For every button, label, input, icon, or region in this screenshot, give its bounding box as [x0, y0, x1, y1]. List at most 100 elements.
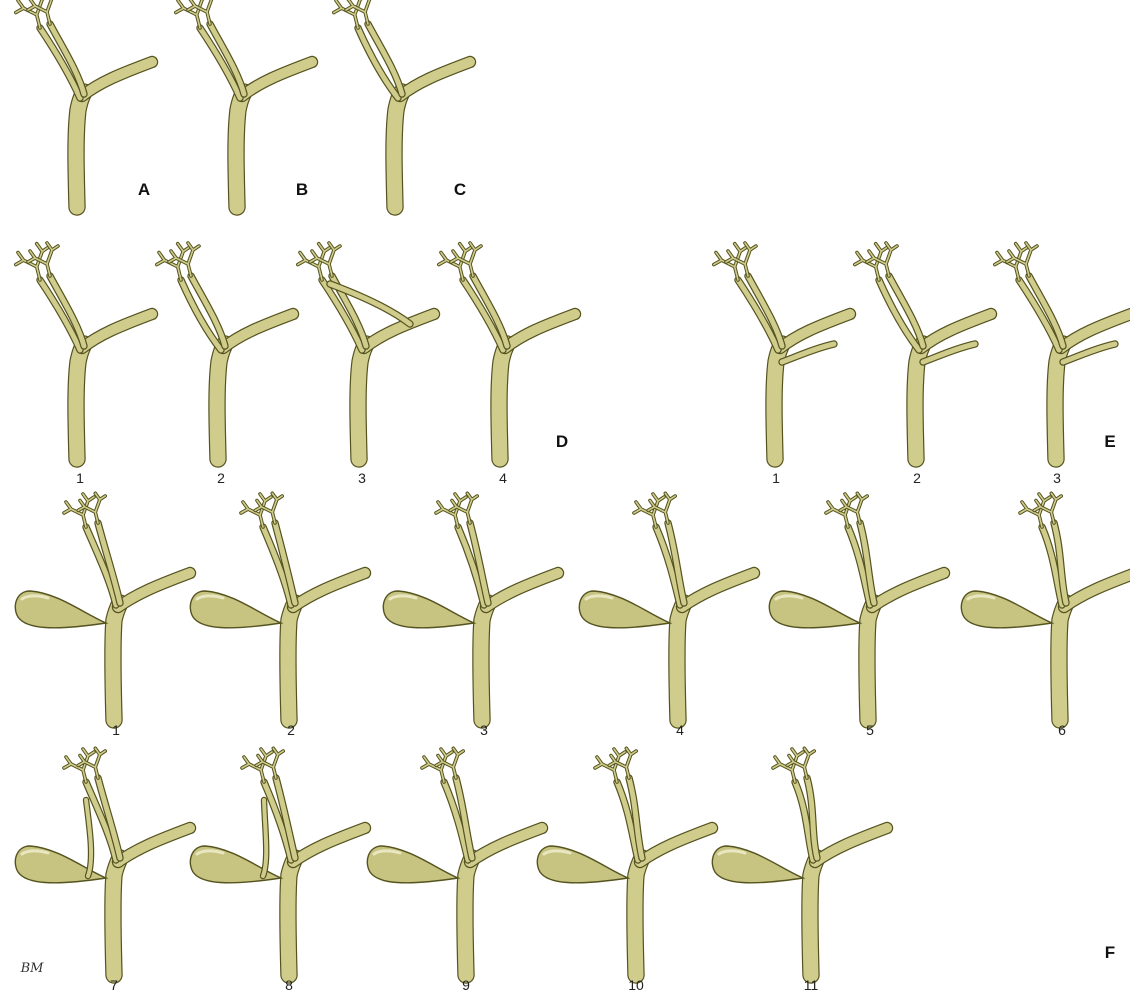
- left-hepatic-duct: [293, 828, 365, 862]
- common-bile-duct: [499, 344, 507, 459]
- hepatic-branch-tree: [28, 243, 58, 276]
- common-bile-duct: [481, 603, 488, 720]
- artist-signature: BM: [20, 961, 45, 976]
- duct-variant: [995, 243, 1130, 459]
- panel-number-f11: 11: [804, 977, 819, 993]
- panel-number-e2: 2: [913, 470, 921, 486]
- left-hepatic-duct: [118, 573, 190, 607]
- left-hepatic-duct: [82, 314, 152, 348]
- duct-variant: [855, 243, 991, 459]
- common-bile-duct: [358, 344, 366, 459]
- common-bile-duct: [217, 344, 225, 459]
- gallbladder: [383, 591, 474, 628]
- left-hepatic-duct: [400, 62, 470, 96]
- common-bile-duct: [113, 858, 120, 975]
- panel-number-d1: 1: [76, 470, 84, 486]
- gallbladder: [769, 591, 860, 628]
- left-hepatic-duct: [815, 828, 887, 862]
- gallbladder-variant: [15, 493, 190, 720]
- panel-number-f10: 10: [628, 977, 644, 993]
- panel-number-f5: 5: [866, 722, 874, 738]
- panel-number-e1: 1: [772, 470, 780, 486]
- panel-number-f8: 8: [285, 977, 293, 993]
- panel-number-f2: 2: [287, 722, 295, 738]
- duct-variant: [16, 243, 152, 459]
- panel-number-d2: 2: [217, 470, 225, 486]
- aberrant-duct: [86, 800, 91, 876]
- common-bile-duct: [635, 858, 642, 975]
- left-hepatic-duct: [872, 573, 944, 607]
- duct-variant: [298, 243, 434, 459]
- left-hepatic-duct: [118, 828, 190, 862]
- common-bile-duct: [288, 603, 295, 720]
- gallbladder-variant: [190, 748, 365, 975]
- common-bile-duct: [867, 603, 874, 720]
- hepatic-branch-tree: [867, 243, 897, 276]
- duct-variant: [16, 0, 152, 207]
- gallbladder-variant: [15, 748, 190, 975]
- right-hepatic-duct: [473, 276, 507, 346]
- left-hepatic-duct: [242, 62, 312, 96]
- right-hepatic-duct: [210, 24, 244, 94]
- panel-number-f7: 7: [110, 977, 118, 993]
- duct-variant: [157, 243, 293, 459]
- common-bile-duct: [1059, 603, 1066, 720]
- gallbladder: [712, 846, 803, 883]
- common-bile-duct: [236, 92, 244, 207]
- aberrant-duct: [263, 800, 266, 876]
- duct-variant: [439, 243, 575, 459]
- left-hepatic-duct: [921, 314, 991, 348]
- common-bile-duct: [677, 603, 684, 720]
- left-hepatic-duct: [1061, 314, 1130, 348]
- hepatic-branch-tree: [1007, 243, 1037, 276]
- hepatic-branch-tree: [451, 243, 481, 276]
- gallbladder: [961, 591, 1052, 628]
- common-bile-duct: [76, 92, 84, 207]
- panel-label-a: A: [138, 180, 150, 199]
- right-hepatic-duct: [50, 24, 84, 94]
- left-hepatic-duct: [470, 828, 542, 862]
- gallbladder: [367, 846, 458, 883]
- gallbladder-variant: [579, 493, 754, 720]
- common-bile-duct: [113, 603, 120, 720]
- duct-variant: [176, 0, 312, 207]
- left-hepatic-duct: [293, 573, 365, 607]
- duct-variant: [334, 0, 470, 207]
- gallbladder: [579, 591, 670, 628]
- gallbladder-variant: [383, 493, 558, 720]
- panel-number-f4: 4: [676, 722, 684, 738]
- gallbladder: [190, 591, 281, 628]
- gallbladder-variant: [190, 493, 365, 720]
- left-hepatic-duct: [82, 62, 152, 96]
- panel-number-f3: 3: [480, 722, 488, 738]
- gallbladder: [537, 846, 628, 883]
- right-hepatic-duct: [1029, 276, 1063, 346]
- common-bile-duct: [394, 92, 402, 207]
- left-hepatic-duct: [682, 573, 754, 607]
- panel-label-b: B: [296, 180, 308, 199]
- panel-number-d3: 3: [358, 470, 366, 486]
- hepatic-branch-tree: [310, 243, 340, 276]
- gallbladder-variant: [769, 493, 944, 720]
- right-hepatic-duct: [50, 276, 84, 346]
- hepatic-branch-tree: [169, 243, 199, 276]
- panel-label-f: F: [1105, 943, 1115, 962]
- left-hepatic-duct: [505, 314, 575, 348]
- duct-variant: [714, 243, 850, 459]
- panel-label-d: D: [556, 432, 568, 451]
- panel-label-c: C: [454, 180, 466, 199]
- panel-number-d4: 4: [499, 470, 507, 486]
- panel-number-f1: 1: [112, 722, 120, 738]
- common-bile-duct: [465, 858, 472, 975]
- left-hepatic-duct: [780, 314, 850, 348]
- gallbladder: [15, 591, 106, 628]
- left-hepatic-duct: [486, 573, 558, 607]
- left-hepatic-duct: [223, 314, 293, 348]
- panel-label-e: E: [1104, 432, 1115, 451]
- panel-number-f6: 6: [1058, 722, 1066, 738]
- left-hepatic-duct: [1064, 573, 1130, 607]
- right-hepatic-duct: [748, 276, 782, 346]
- gallbladder-variant: [367, 748, 542, 975]
- hepatic-branch-tree: [726, 243, 756, 276]
